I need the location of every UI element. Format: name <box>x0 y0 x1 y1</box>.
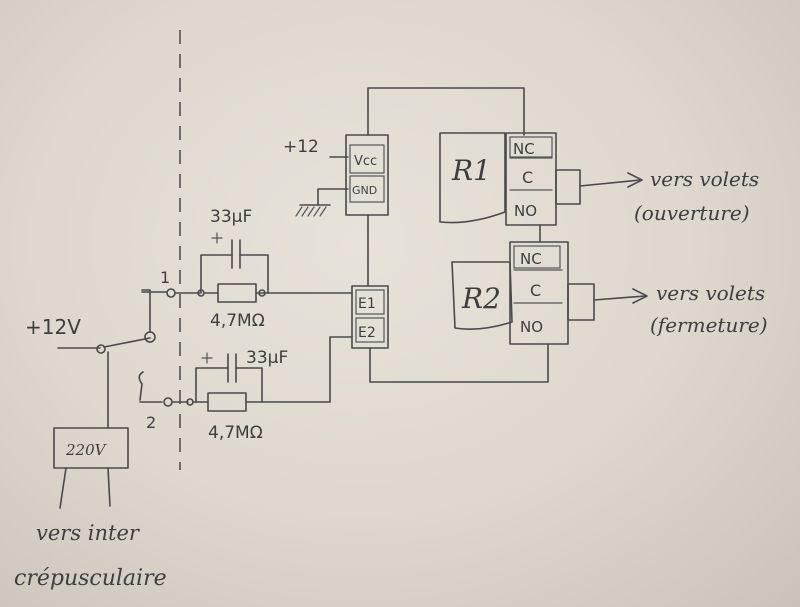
gnd-label: GND <box>352 184 377 197</box>
e2-label: E2 <box>358 325 376 341</box>
cap1-label: 33μF <box>210 207 252 227</box>
switch-pos2-label: 2 <box>146 413 156 432</box>
out1-line2: (ouverture) <box>634 201 750 225</box>
arrow-icon <box>627 172 643 188</box>
r2-c-label: C <box>530 281 541 300</box>
relay-r2: R2 NC C NO <box>451 241 648 345</box>
input-block: E1 E2 <box>351 285 389 349</box>
switch-pos1-label: 1 <box>160 268 170 287</box>
res2-label: 4,7MΩ <box>208 423 263 443</box>
out2-line1: vers volets <box>656 281 765 305</box>
cap2-label: 33μF <box>246 348 288 368</box>
bottom-line2: crépusculaire <box>14 566 167 591</box>
e1-label: E1 <box>358 296 376 312</box>
plus12-module-label: +12 <box>283 137 319 157</box>
relay-r1: R1 NC C NO <box>439 132 643 226</box>
r2-no-label: NO <box>520 318 543 336</box>
r1-c-label: C <box>522 168 533 187</box>
res1-label: 4,7MΩ <box>210 311 265 331</box>
plus12v-label: +12V <box>25 315 81 339</box>
bottom-line1: vers inter <box>36 521 141 545</box>
relay-driver-module: Vcc GND +12 <box>283 134 389 217</box>
vcc-label: Vcc <box>354 154 377 169</box>
arrow-icon <box>632 288 648 304</box>
r2-nc-label: NC <box>520 250 542 268</box>
out2-line2: (fermeture) <box>650 313 768 337</box>
box220-label: 220V <box>65 441 108 459</box>
out1-line1: vers volets <box>650 167 759 191</box>
r1-no-label: NO <box>514 202 537 220</box>
r1-label: R1 <box>451 154 491 187</box>
resistor-1 <box>217 283 257 303</box>
r1-nc-label: NC <box>513 140 535 158</box>
switch-common-terminal <box>96 344 106 354</box>
resistor-2 <box>207 392 247 412</box>
r2-label: R2 <box>461 282 501 315</box>
transformer-220v <box>53 427 129 469</box>
